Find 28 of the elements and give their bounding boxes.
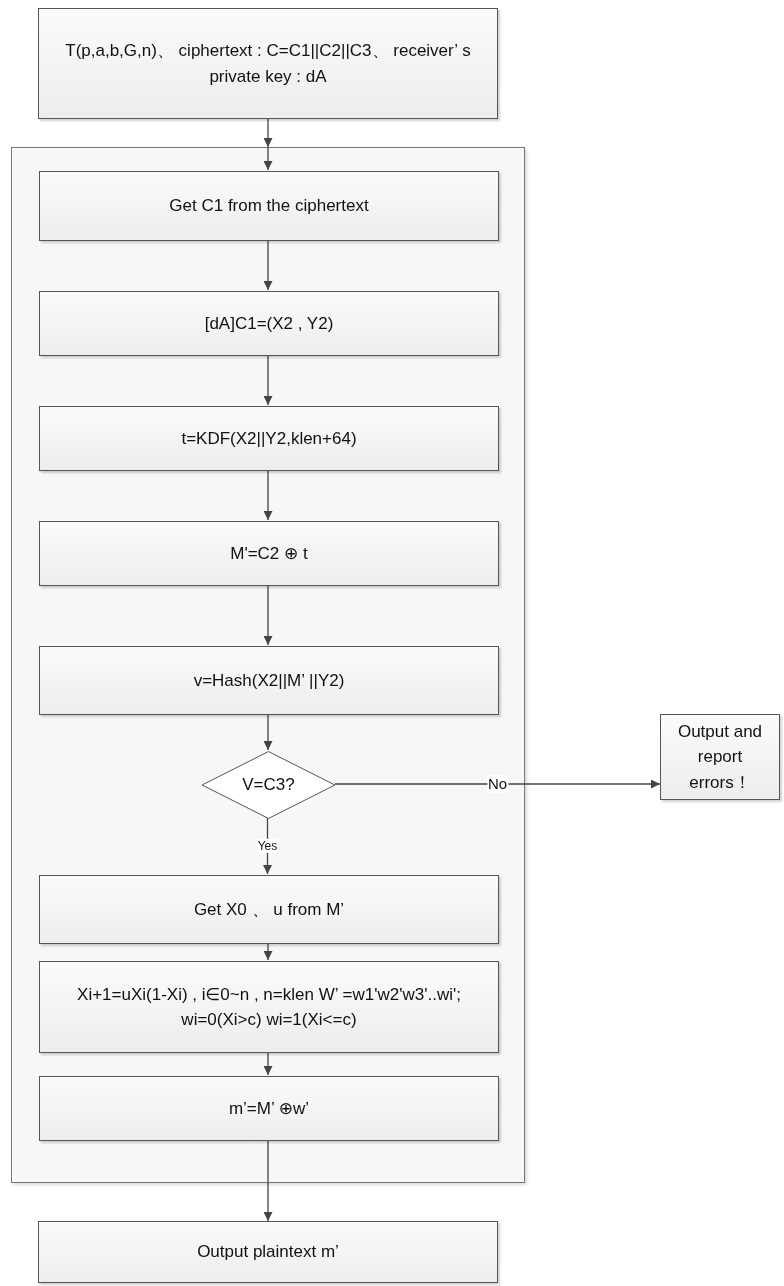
arrow xyxy=(263,239,273,291)
edge-label: No xyxy=(486,775,509,793)
process-box: m’=M’ ⊕w’ xyxy=(39,1076,499,1141)
arrow xyxy=(263,713,273,751)
arrow xyxy=(263,817,272,875)
process-box: t=KDF(X2||Y2,klen+64) xyxy=(39,406,499,471)
process-box: Output and report errors！ xyxy=(660,714,780,800)
arrow xyxy=(263,118,273,148)
decision-diamond: V=C3? xyxy=(201,751,336,819)
process-box: [dA]C1=(X2 , Y2) xyxy=(39,291,499,356)
process-box: Get C1 from the ciphertext xyxy=(39,171,499,241)
arrow xyxy=(263,354,273,406)
arrow xyxy=(263,584,273,646)
process-box: Output plaintext m’ xyxy=(38,1221,498,1283)
process-box: T(p,a,b,G,n)、 ciphertext : C=C1||C2||C3、 receiver’ s private key : dA xyxy=(38,8,498,119)
arrow xyxy=(263,1182,273,1222)
arrow xyxy=(263,942,273,961)
process-box: Get X0 、 u from M’ xyxy=(39,875,499,944)
process-box: M'=C2 ⊕ t xyxy=(39,521,499,586)
process-box: v=Hash(X2||M’ ||Y2) xyxy=(39,646,499,715)
arrow xyxy=(263,1051,273,1076)
arrow xyxy=(263,469,273,521)
edge-label: Yes xyxy=(256,838,279,854)
process-box: Xi+1=uXi(1-Xi) , i∈0~n , n=klen W’ =w1'w2'w3'..wi'; wi=0(Xi>c) wi=1(Xi<=c) xyxy=(39,961,499,1053)
arrow xyxy=(263,146,273,171)
connector-line xyxy=(267,1139,269,1184)
arrow xyxy=(334,779,661,789)
group-box xyxy=(11,147,525,1183)
